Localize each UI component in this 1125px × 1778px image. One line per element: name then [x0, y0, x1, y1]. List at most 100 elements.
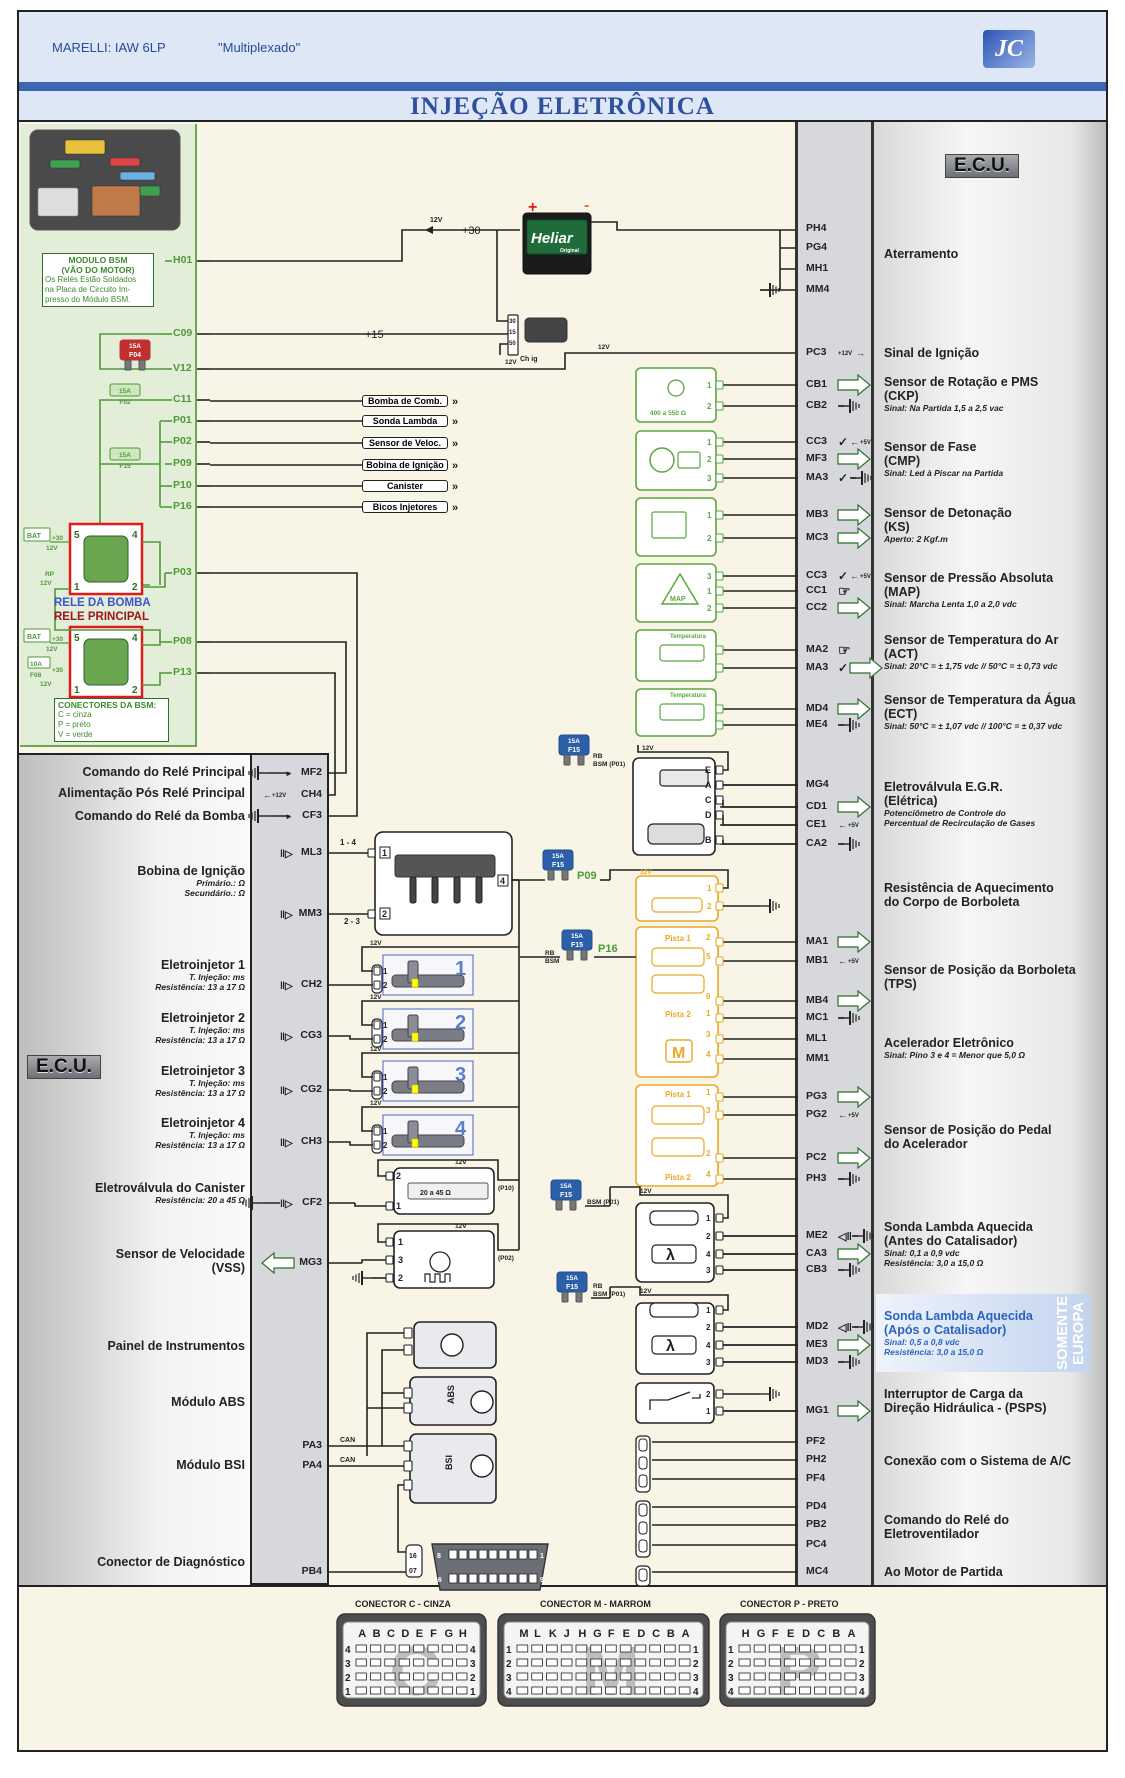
connector-terminal: [385, 1171, 394, 1181]
connector-pin-slot: [649, 1644, 661, 1653]
pulse-output-icon: ‖▷: [280, 1138, 294, 1149]
label-title: Sonda Lambda Aquecida: [884, 1220, 1033, 1234]
sensor-housing: [635, 430, 717, 491]
connector-pin-slot: [619, 1658, 632, 1667]
ground-icon: [840, 837, 860, 851]
fuse-leg: [569, 1199, 577, 1211]
injector-pin: 1: [383, 1127, 388, 1136]
fuse-amperage: 15A: [571, 933, 583, 940]
connector-pin-slot: [575, 1658, 588, 1667]
connector-pin-slot: [783, 1658, 796, 1667]
ecu-pin-cc3: CC3: [806, 569, 828, 581]
wire-injector-12v: [361, 946, 519, 972]
injector-band-icon: [411, 1032, 419, 1042]
connector-terminal: [403, 1479, 413, 1491]
ecu-pin-ce1: CE1: [806, 818, 827, 830]
ecu-pin-cb2: CB2: [806, 399, 828, 411]
connector-terminal: [715, 810, 724, 820]
signal-arrow-left-icon: [261, 1251, 295, 1275]
header-band: [19, 82, 1106, 91]
signal-arrow-icon: [837, 373, 871, 397]
left-arrow-icon: ←: [838, 820, 847, 830]
ground-icon: [840, 1355, 860, 1369]
label-title: Eletroinjetor 1: [160, 958, 245, 972]
left-arrow-icon: ←: [850, 571, 859, 581]
connector-column-label: G: [593, 1628, 602, 1640]
obd-pin-8: 8: [437, 1553, 441, 1560]
connector-pin-slot: [783, 1686, 796, 1695]
fuse-f08-id: F08: [30, 672, 42, 679]
bsm-photo-part: [119, 171, 156, 181]
bsm-pin-p10: P10: [173, 479, 192, 491]
pedal-track-1: Pista 1: [665, 1090, 691, 1099]
connector-terminal: [715, 1249, 724, 1259]
bsm-pin-p13: P13: [173, 666, 192, 678]
connector-terminal: [715, 901, 724, 911]
main-plus30: +30: [52, 667, 63, 674]
connector-row-label: 1: [693, 1645, 699, 1656]
connector-pin-slot: [427, 1672, 439, 1681]
connector-pin-slot: [369, 1658, 382, 1667]
check-icon: ✓: [838, 661, 848, 675]
connector-pin-slot: [590, 1658, 602, 1667]
connector-pin-slot: [575, 1686, 588, 1695]
wire-injector-12v: [361, 1106, 519, 1132]
bsm-label: BSM: [545, 958, 559, 965]
page-title: INJEÇÃO ELETRÔNICA: [410, 93, 715, 120]
connector-terminal: [715, 883, 724, 893]
connector-pin-slot: [829, 1672, 842, 1681]
ecu-connector-m-title: CONECTOR M - MARROM: [540, 1599, 651, 1609]
ecu-pin-cc3: CC3: [806, 435, 828, 447]
connector-terminal: [715, 795, 724, 805]
tps-track-2: Pista 2: [665, 1010, 691, 1019]
output-arrow-icon: »: [452, 502, 458, 514]
ecu-function-label: Conexão com o Sistema de A/C: [884, 1454, 1071, 1468]
connector-pin-slot: [413, 1686, 425, 1695]
connector-pin-slot: [634, 1686, 647, 1695]
tps-pin: 5: [706, 952, 711, 961]
label-title: (Antes do Catalisador): [884, 1234, 1018, 1248]
transistor-icon: [440, 1333, 464, 1357]
ckp-resistance: 400 a 550 Ω: [650, 410, 686, 417]
connector-column-label: A: [847, 1628, 855, 1640]
connector-column-label: J: [564, 1628, 570, 1640]
obd-pin: [518, 1573, 528, 1584]
connector-terminal: [385, 1273, 394, 1283]
label-title: Sensor de Posição do Pedal: [884, 1123, 1052, 1137]
obd-pin: [488, 1573, 498, 1584]
canister-12v: 12V: [455, 1159, 467, 1166]
bsm-pin-h01: H01: [173, 254, 193, 266]
ignition-key: [524, 317, 568, 343]
ecu-pin-mf3: MF3: [806, 452, 827, 464]
connector-pin-slot: [814, 1658, 827, 1667]
connector-pin-slot: [546, 1672, 558, 1681]
psps-switch: [635, 1382, 715, 1424]
connector-row-label: 2: [859, 1659, 865, 1670]
fuse-body: [558, 734, 590, 756]
connector-pin-slot: [619, 1644, 632, 1653]
ground-output-icon: [248, 766, 268, 780]
map-label: MAP: [670, 596, 686, 603]
connector-row-label: 3: [693, 1673, 699, 1684]
ect-temp-label: Temperatura: [670, 693, 707, 699]
connector-pin-slot: [369, 1644, 382, 1653]
label-spec: T. Injeção: ms: [188, 1130, 245, 1140]
connector-pin-slot: [738, 1686, 751, 1695]
label-spec: Sinal: 20°C = ± 1,75 vdc // 50°C = ± 0,7…: [884, 661, 1058, 671]
connector-pin-slot: [560, 1686, 573, 1695]
wire-lambda-12v: [610, 1186, 729, 1219]
key-label: Ch ig: [520, 356, 538, 363]
connector-terminal: [715, 1322, 724, 1332]
label-title: Bobina de Ignição: [137, 864, 245, 878]
ecu-function-label: Eletroválvula E.G.R.(Elétrica)Potenciôme…: [884, 780, 1035, 828]
injector-band-icon: [411, 1138, 419, 1148]
fuse-amperage: 15A: [129, 343, 141, 350]
connector-pin-slot: [768, 1644, 781, 1653]
connector-pin-slot: [678, 1672, 691, 1681]
label-title: Sensor de Temperatura do Ar: [884, 633, 1059, 647]
ecu-connector-m-watermark: M: [582, 1632, 640, 1710]
connector-pin-slot: [456, 1672, 468, 1681]
fuse-body: [550, 1179, 582, 1201]
connector-row-label: 3: [345, 1659, 351, 1670]
